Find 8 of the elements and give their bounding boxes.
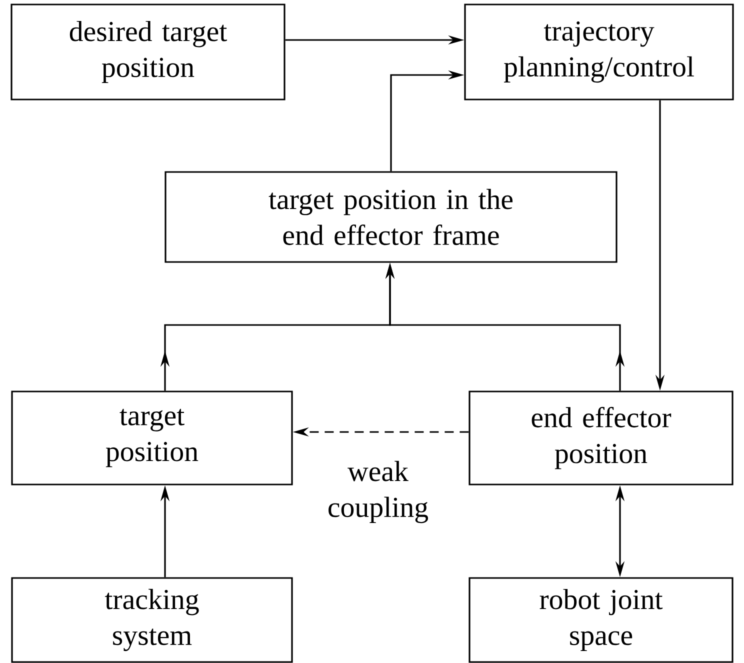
process-box: desired target position	[10, 4, 286, 100]
process-box: end effector position	[468, 390, 734, 486]
process-box: trajectory planning/control	[464, 4, 734, 100]
process-box: tracking system	[11, 577, 293, 663]
process-box: target position	[11, 390, 293, 486]
process-box: robot joint space	[468, 577, 734, 663]
process-box: target position in the end effector frame	[164, 171, 618, 263]
edge-label: weak coupling	[328, 460, 428, 524]
